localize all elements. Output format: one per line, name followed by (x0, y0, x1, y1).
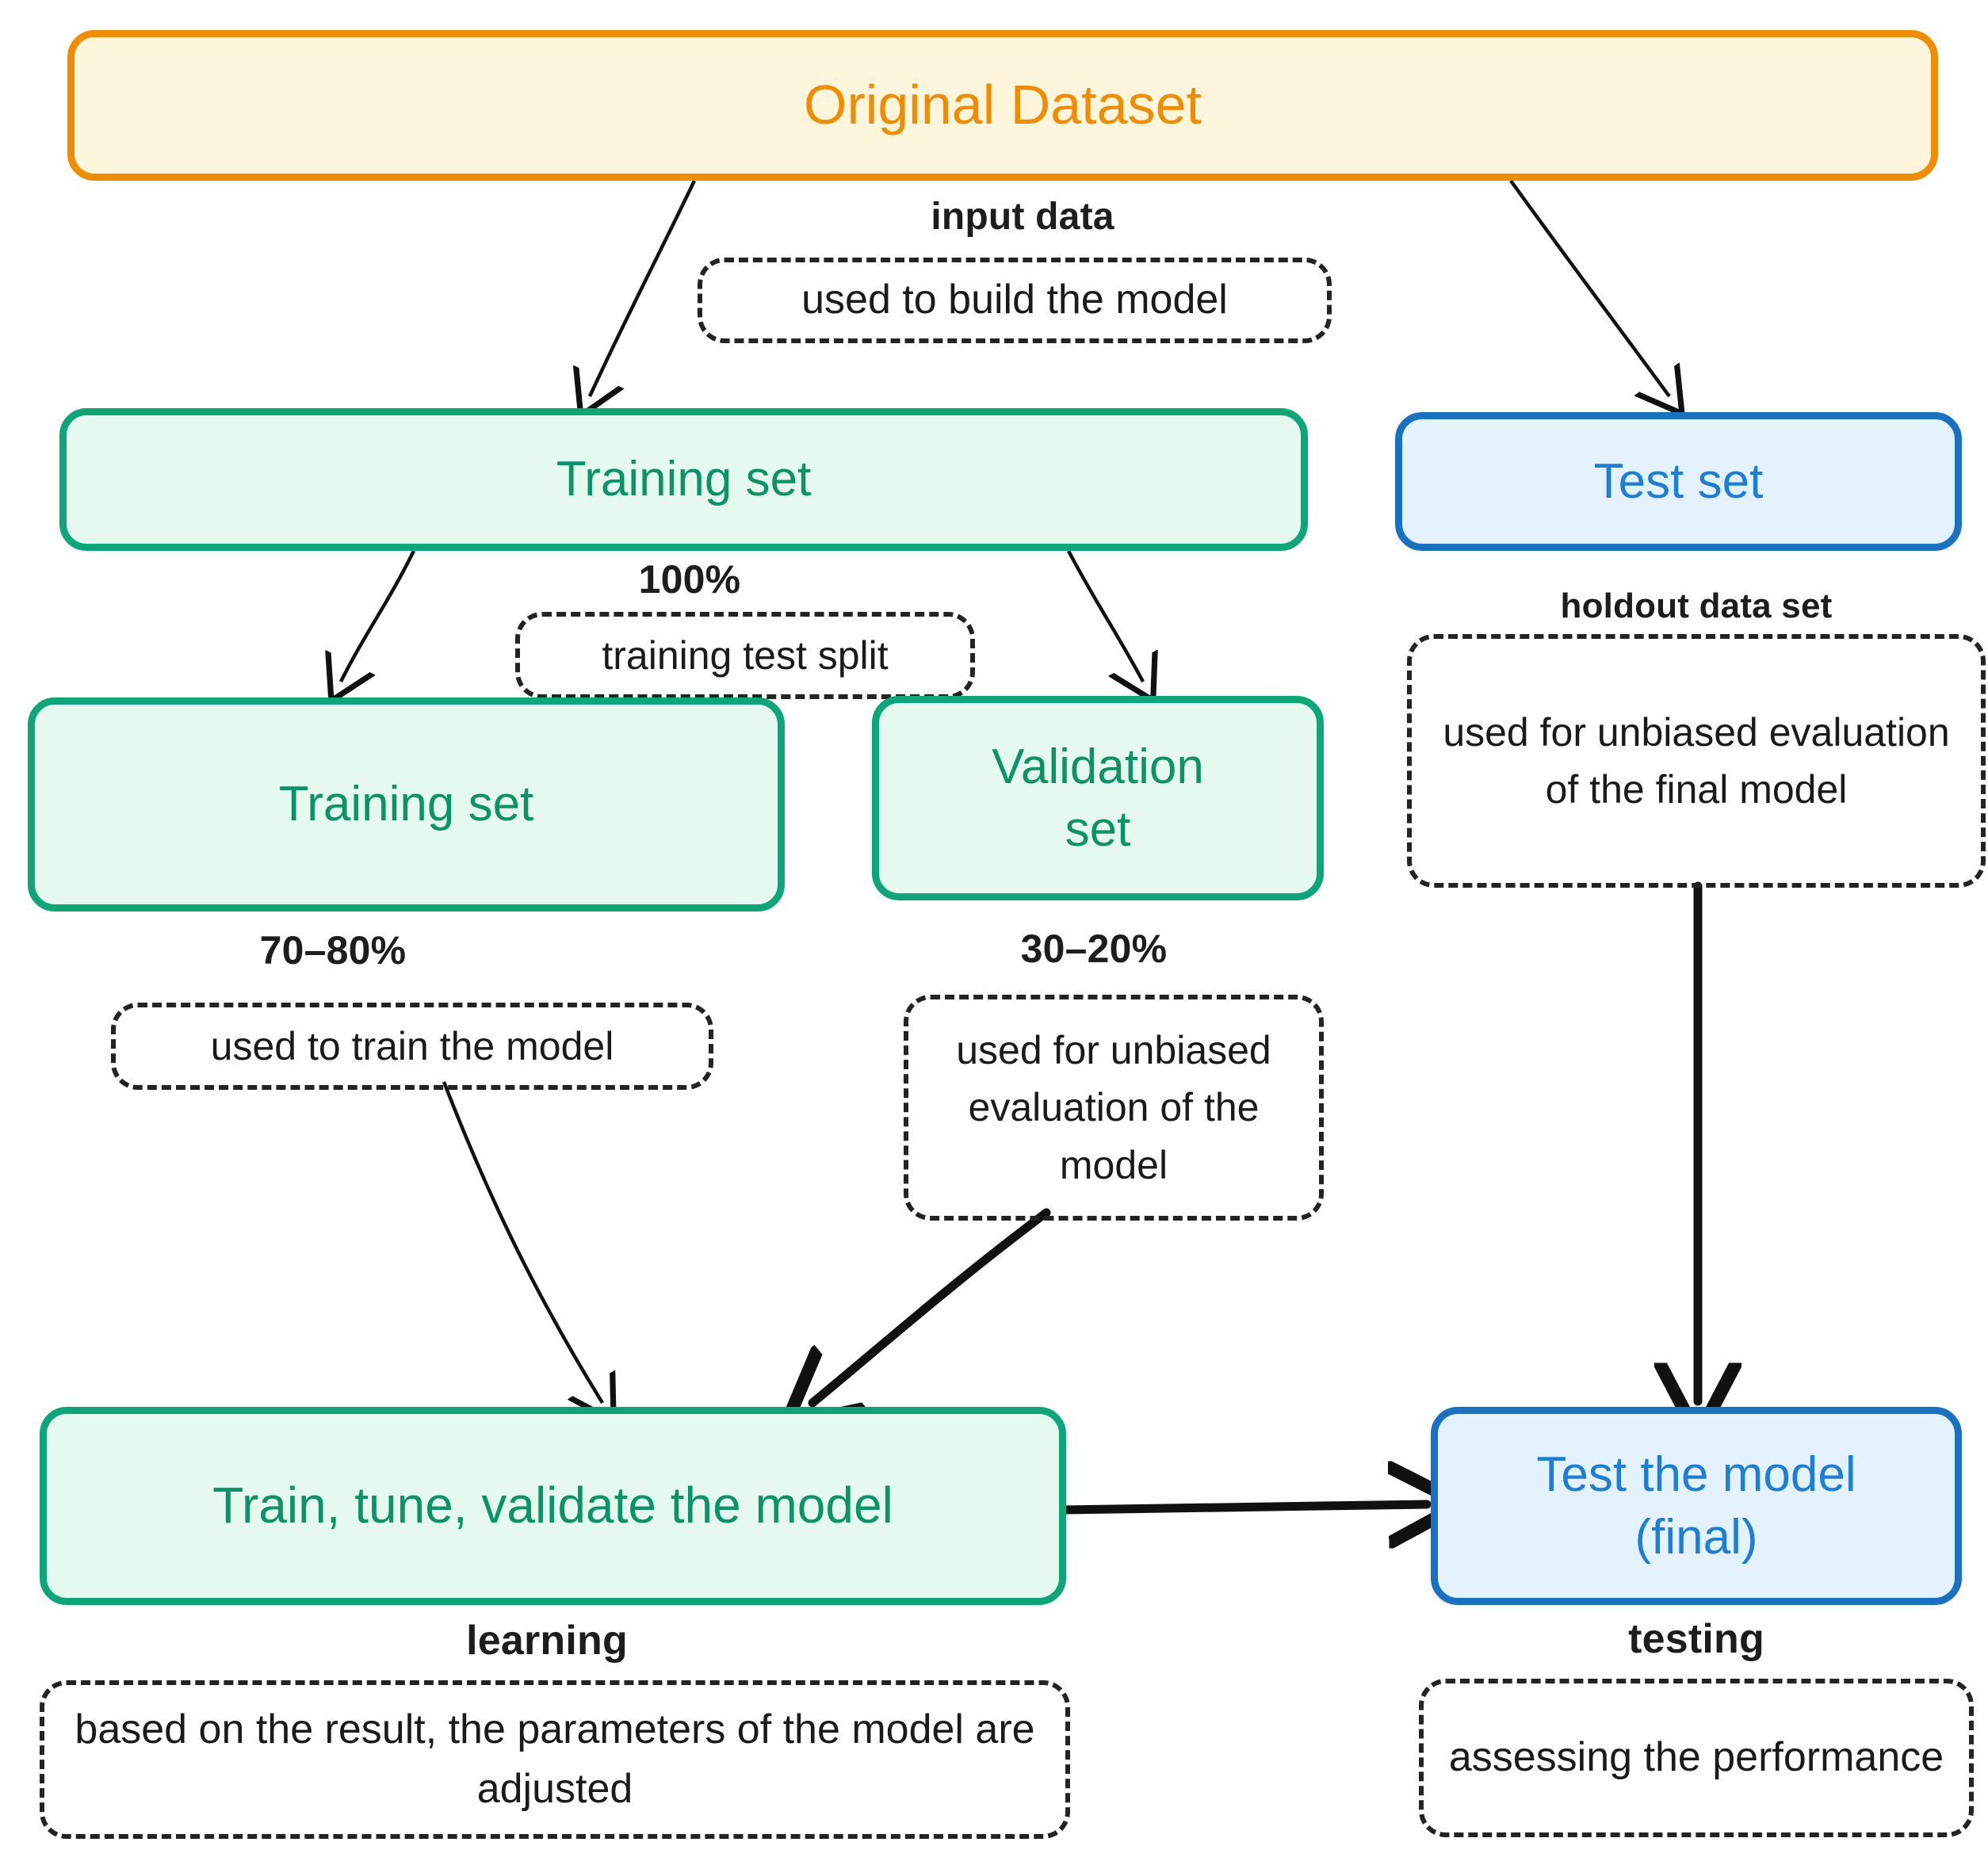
edge-label-val-pct-text: 30–20% (1020, 927, 1168, 971)
node-test-set-label: Test set (1593, 453, 1764, 509)
edge-label-testing: testing (1498, 1615, 1894, 1663)
edge-dataset-to-testset (1509, 179, 1669, 396)
node-validation-set-label: Validation set (992, 739, 1204, 857)
node-original-dataset-label: Original Dataset (804, 74, 1202, 136)
node-test-the-model-label: Test the model (final) (1536, 1446, 1856, 1565)
edge-traintunevalidate-to-testmodel (1057, 1504, 1427, 1510)
annotation-training-test-split-text: training test split (602, 632, 889, 678)
annotation-used-to-build-text: used to build the model (801, 277, 1228, 323)
annotation-learning-desc-text: based on the result, the parameters of t… (75, 1706, 1035, 1812)
node-train-tune-validate-label: Train, tune, validate the model (212, 1477, 893, 1534)
annotation-used-to-build: used to build the model (698, 258, 1332, 343)
node-train-tune-validate[interactable]: Train, tune, validate the model (40, 1407, 1066, 1605)
annotation-testing-desc-text: assessing the performance (1448, 1734, 1944, 1781)
annotation-validation-desc: used for unbiased evaluation of the mode… (904, 995, 1324, 1221)
node-training-set-top[interactable]: Training set (59, 408, 1308, 551)
edge-label-holdout: holdout data set (1419, 587, 1974, 626)
edge-label-learning: learning (349, 1617, 745, 1664)
node-training-set-inner[interactable]: Training set (28, 697, 785, 911)
annotation-holdout-desc-text: used for unbiased evaluation of the fina… (1443, 709, 1950, 812)
edge-label-input-data: input data (824, 195, 1221, 239)
annotation-used-to-train-text: used to train the model (210, 1023, 614, 1068)
edge-label-val-pct: 30–20% (896, 926, 1292, 972)
annotation-used-to-train: used to train the model (111, 1003, 713, 1090)
edge-valdesc-to-traintunevalidate (812, 1208, 1051, 1403)
annotation-training-test-split: training test split (515, 612, 975, 699)
annotation-holdout-desc: used for unbiased evaluation of the fina… (1407, 634, 1986, 888)
node-original-dataset[interactable]: Original Dataset (67, 30, 1938, 181)
edge-training-to-validation (1067, 549, 1143, 682)
edge-label-split-100: 100% (491, 556, 888, 602)
node-training-set-inner-label: Training set (278, 777, 534, 832)
node-test-set[interactable]: Test set (1395, 412, 1962, 551)
edge-label-holdout-text: holdout data set (1560, 587, 1833, 625)
edge-dataset-to-training (590, 180, 697, 396)
edge-label-input-data-text: input data (931, 196, 1114, 238)
annotation-testing-desc: assessing the performance (1419, 1679, 1974, 1837)
edge-label-testing-text: testing (1628, 1616, 1764, 1662)
edge-label-train-pct: 70–80% (135, 927, 531, 973)
edge-label-split-100-text: 100% (638, 557, 741, 602)
node-training-set-top-label: Training set (556, 452, 812, 507)
edge-traindesc-to-traintunevalidate (442, 1081, 602, 1403)
edge-label-train-pct-text: 70–80% (259, 928, 407, 973)
node-test-the-model[interactable]: Test the model (final) (1431, 1407, 1962, 1605)
edge-training-to-training-inner (341, 550, 416, 682)
edge-label-learning-text: learning (466, 1618, 628, 1664)
annotation-learning-desc: based on the result, the parameters of t… (40, 1680, 1070, 1839)
node-validation-set[interactable]: Validation set (872, 696, 1324, 900)
annotation-validation-desc-text: used for unbiased evaluation of the mode… (956, 1027, 1271, 1187)
